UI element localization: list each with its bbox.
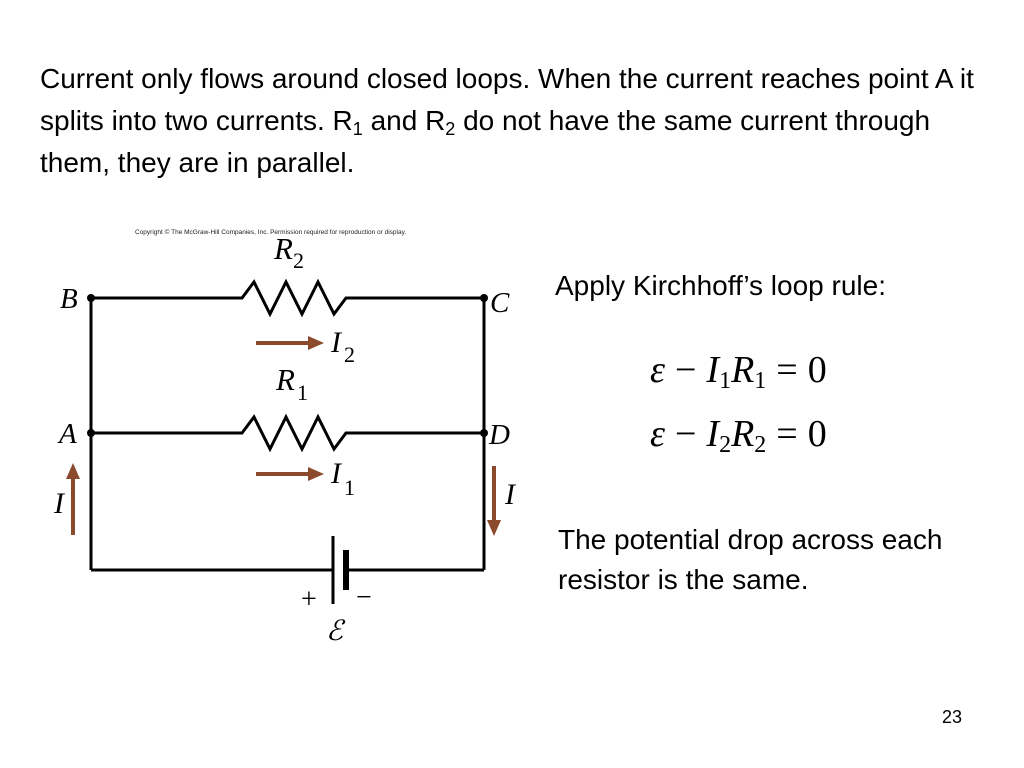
node-a-label: A — [57, 418, 77, 450]
battery-minus-label: − — [356, 582, 372, 613]
eq1-current-subscript: 1 — [719, 368, 732, 394]
left-current-label: I — [53, 487, 66, 520]
eq1-rhs: 0 — [807, 349, 827, 391]
node-d-dot — [480, 429, 488, 437]
intro-subscript-1: 1 — [352, 119, 363, 139]
left-current-arrow — [66, 463, 80, 535]
page-number: 23 — [941, 707, 962, 727]
intro-text-1: Current only flows around closed loops. … — [40, 63, 974, 136]
r1-subscript: 1 — [297, 380, 308, 405]
node-c-label: C — [490, 287, 510, 319]
intro-subscript-2: 2 — [445, 119, 456, 139]
eq2-emf-symbol: ε — [650, 413, 665, 455]
eq2-equals: = — [776, 413, 798, 455]
battery-plus-label: + — [301, 584, 317, 615]
r2-subscript: 2 — [293, 248, 304, 273]
potential-drop-note: The potential drop across each resistor … — [558, 524, 943, 595]
node-c-dot — [480, 294, 488, 302]
eq2-rhs: 0 — [807, 413, 827, 455]
r2-label: R — [273, 231, 293, 266]
circuit-wires — [89, 278, 486, 604]
equation-2: ε−I2R2=0 — [650, 412, 827, 462]
middle-branch-wire — [91, 413, 484, 453]
i1-arrow — [256, 467, 324, 481]
eq1-current: I — [706, 349, 720, 391]
eq2-current-subscript: 2 — [719, 432, 732, 458]
eq1-resistance-subscript: 1 — [754, 368, 767, 394]
emf-label: ℰ — [326, 616, 346, 647]
i2-arrow — [256, 336, 324, 350]
right-current-label: I — [504, 478, 517, 511]
eq1-equals: = — [776, 349, 798, 391]
node-a-dot — [87, 429, 95, 437]
eq2-resistance: R — [731, 413, 755, 455]
eq1-emf-symbol: ε — [650, 349, 665, 391]
node-d-label: D — [488, 419, 510, 451]
node-b-dot — [87, 294, 95, 302]
eq2-minus: − — [674, 413, 697, 455]
node-b-label: B — [60, 283, 78, 315]
i2-subscript: 2 — [344, 342, 355, 367]
intro-text-3: do not have the same current through the… — [40, 105, 931, 178]
eq2-current: I — [706, 413, 720, 455]
eq1-resistance: R — [731, 349, 755, 391]
top-branch-wire — [91, 278, 484, 318]
eq1-minus: − — [674, 349, 697, 391]
equation-1: ε−I1R1=0 — [650, 348, 827, 398]
i1-subscript: 1 — [344, 475, 355, 500]
loop-rule-heading: Apply Kirchhoff’s loop rule: — [555, 270, 886, 301]
i2-label: I — [330, 326, 343, 359]
copyright-notice: Copyright © The McGraw-Hill Companies, I… — [135, 228, 406, 236]
right-current-arrow — [487, 466, 501, 536]
r1-label: R — [275, 362, 295, 397]
intro-text-2: and R — [362, 105, 446, 136]
eq2-resistance-subscript: 2 — [754, 432, 767, 458]
equations-block: ε−I1R1=0 ε−I2R2=0 — [650, 340, 910, 470]
intro-paragraph: Current only flows around closed loops. … — [40, 58, 1000, 184]
i1-label: I — [330, 457, 343, 490]
